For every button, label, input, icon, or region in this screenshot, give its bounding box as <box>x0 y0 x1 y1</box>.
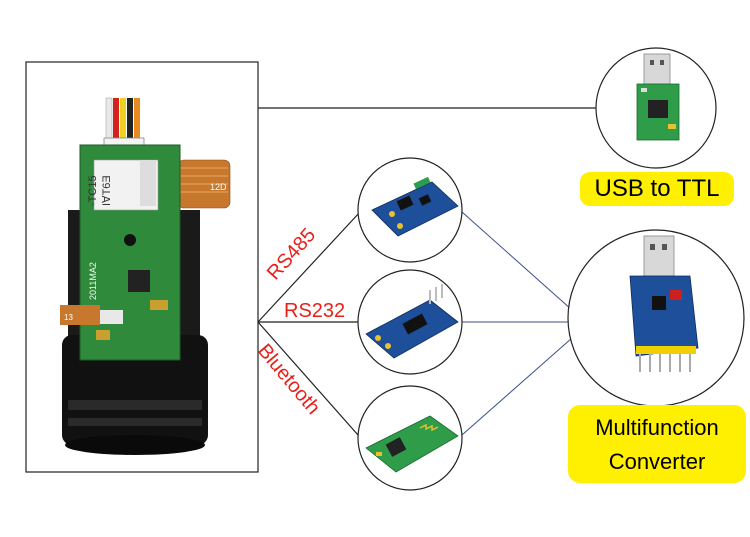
sensor-text-1: -TC15 <box>87 175 99 206</box>
multifunction-converter-module <box>567 229 745 407</box>
usb-to-ttl-label: USB to TTL <box>580 172 734 206</box>
line-rs485-to-converter <box>461 211 573 311</box>
rs485-module <box>357 157 463 263</box>
connections <box>257 107 598 436</box>
usb-ttl-module <box>595 47 717 169</box>
multifunction-line-2: Converter <box>608 449 706 474</box>
sensor-text-4: 12D <box>210 182 227 192</box>
rs232-label: RS232 <box>284 300 346 322</box>
line-bluetooth-to-converter <box>461 337 573 436</box>
sensor-text-3: 2011MA2 <box>88 262 98 300</box>
line-hub-to-rs485 <box>257 211 361 323</box>
multifunction-converter-label: Multifunction Converter <box>568 405 746 483</box>
sensor-text-2: Ι∀Τ6Ǝ <box>101 175 113 206</box>
line-hub-to-bluetooth <box>257 321 359 436</box>
sensor-text-5: 13 <box>64 313 73 322</box>
rs232-module <box>357 269 463 375</box>
multifunction-line-1: Multifunction <box>595 415 719 440</box>
bluetooth-module <box>357 385 463 491</box>
rangefinder-module-image <box>60 97 231 455</box>
